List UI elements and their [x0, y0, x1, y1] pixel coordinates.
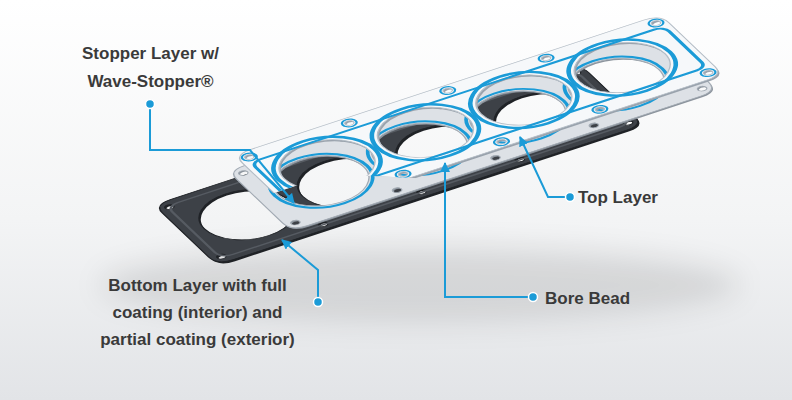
callout-label: Top Layer [578, 184, 658, 211]
bolt-bead [339, 118, 359, 129]
bore-bead [255, 126, 399, 204]
bolt-bead [646, 18, 666, 29]
bolt-bead [438, 85, 458, 96]
bolt-bead [492, 136, 512, 147]
top-layer [234, 15, 725, 217]
bolt-bead [536, 53, 556, 64]
leader-dot [314, 298, 323, 307]
bolt-bead [590, 104, 610, 115]
leader-line [282, 240, 318, 302]
callout-label-box: Top Layer [578, 184, 658, 211]
bolt-bead [393, 169, 413, 180]
bore-bead [452, 61, 596, 139]
bolt-hole-beads [239, 17, 719, 213]
leader-lines [150, 104, 570, 302]
leader-dot [146, 100, 155, 109]
leader-dot [529, 293, 538, 302]
callout-label-box: Stopper Layer w/ Wave-Stopper® [68, 40, 233, 96]
callout-label: Bottom Layer with full coating (interior… [90, 272, 305, 353]
callout-label: Bore Bead [545, 285, 630, 312]
bolt-bead [698, 67, 718, 78]
bore-bead [550, 29, 694, 107]
leader-dots [146, 100, 575, 307]
callout-label-box: Bore Bead [545, 285, 630, 312]
callout-label: Stopper Layer w/ Wave-Stopper® [68, 40, 233, 96]
layer-plate [234, 15, 723, 215]
callout-label-box: Bottom Layer with full coating (interior… [90, 272, 305, 353]
leader-line [520, 137, 570, 197]
leader-line [150, 104, 294, 203]
outer-bead [251, 26, 707, 203]
leader-dot [566, 193, 575, 202]
leader-line [445, 163, 533, 297]
bore-bead [353, 93, 497, 171]
